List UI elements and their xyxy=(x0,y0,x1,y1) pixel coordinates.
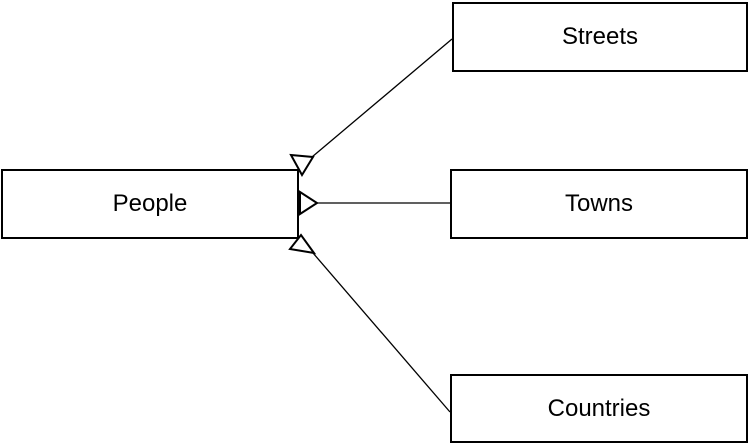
edge-line-people-countries[interactable] xyxy=(312,252,451,413)
arrowhead-hollow-triangle-people-streets[interactable] xyxy=(289,153,315,177)
node-countries-label: Countries xyxy=(547,394,651,422)
node-streets[interactable]: Streets xyxy=(452,2,748,72)
node-towns-label: Towns xyxy=(564,190,634,217)
edge-line-people-streets[interactable] xyxy=(311,38,453,158)
arrowhead-hollow-triangle-people-towns[interactable] xyxy=(299,190,319,216)
node-countries[interactable]: Countries xyxy=(450,374,748,443)
arrowhead-hollow-triangle-people-countries[interactable] xyxy=(288,233,317,255)
node-towns[interactable]: Towns xyxy=(450,169,748,239)
node-streets-label: Streets xyxy=(561,23,639,50)
node-people-label: People xyxy=(112,190,188,217)
node-people[interactable]: People xyxy=(1,169,299,239)
